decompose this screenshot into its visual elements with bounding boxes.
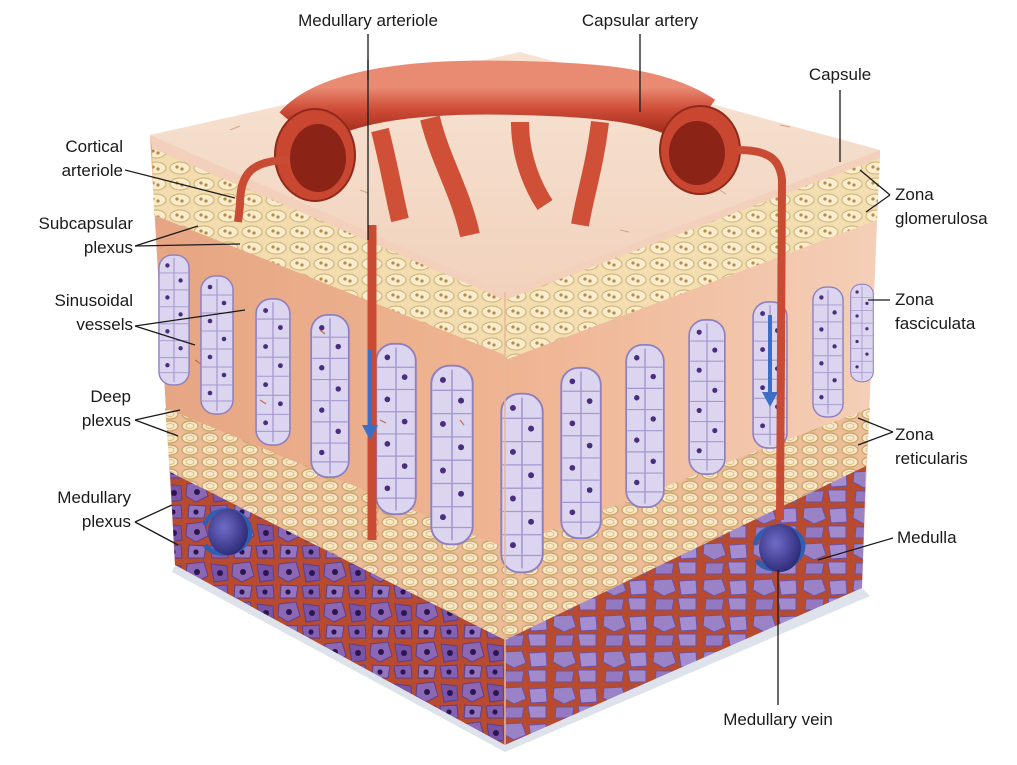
label-zona-reticularis-1: Zona: [895, 425, 934, 444]
label-zona-reticularis-2: reticularis: [895, 449, 968, 468]
label-cortical-arteriole-1: Cortical: [65, 137, 123, 156]
label-subcapsular-plexus-2: plexus: [84, 238, 133, 257]
label-deep-plexus-2: plexus: [82, 411, 131, 430]
medullary-vein-left: [205, 509, 250, 555]
label-zona-glomerulosa-1: Zona: [895, 185, 934, 204]
label-sinusoidal-vessels-1: Sinusoidal: [55, 291, 133, 310]
label-subcapsular-plexus-1: Subcapsular: [38, 214, 133, 233]
label-cortical-arteriole-2: arteriole: [62, 161, 123, 180]
label-capsule: Capsule: [809, 65, 871, 84]
label-medullary-vein: Medullary vein: [723, 710, 833, 729]
label-zona-glomerulosa-2: glomerulosa: [895, 209, 988, 228]
label-medulla: Medulla: [897, 528, 957, 547]
label-capsular-artery: Capsular artery: [582, 11, 699, 30]
label-zona-fasciculata-1: Zona: [895, 290, 934, 309]
label-medullary-arteriole: Medullary arteriole: [298, 11, 438, 30]
label-deep-plexus-1: Deep: [90, 387, 131, 406]
label-zona-fasciculata-2: fasciculata: [895, 314, 976, 333]
label-medullary-plexus-2: plexus: [82, 512, 131, 531]
label-sinusoidal-vessels-2: vessels: [76, 315, 133, 334]
label-medullary-plexus-1: Medullary: [57, 488, 131, 507]
